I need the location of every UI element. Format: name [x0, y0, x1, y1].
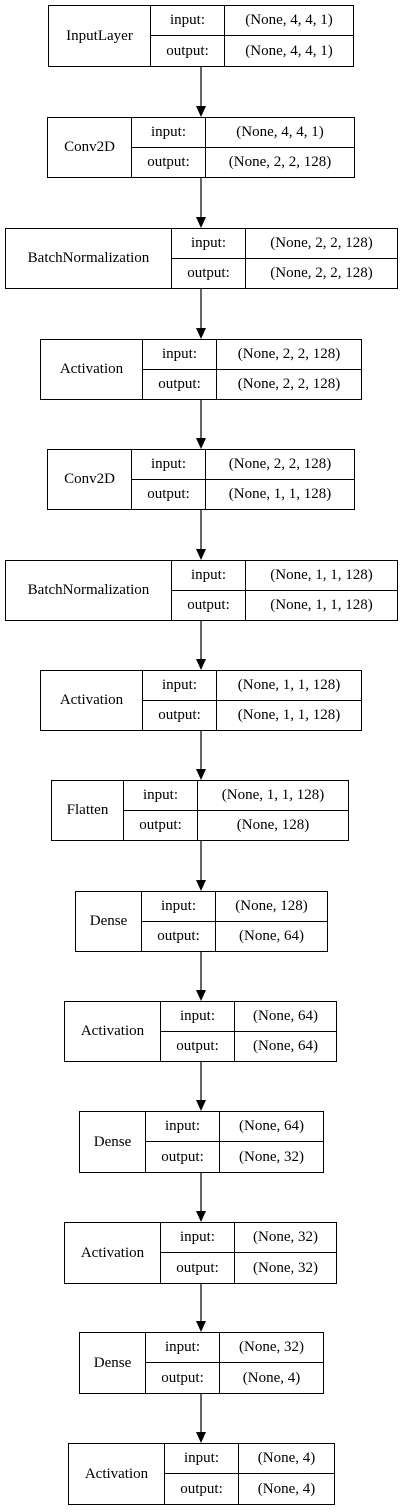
arrowhead-icon	[196, 549, 206, 560]
layer-name: BatchNormalization	[6, 561, 172, 620]
layer-name: Activation	[41, 671, 143, 730]
arrowhead-icon	[196, 659, 206, 670]
output-label: output:	[143, 700, 217, 730]
output-label: output:	[146, 1142, 220, 1172]
layer-name: InputLayer	[49, 6, 151, 66]
output-label: output:	[132, 479, 206, 509]
output-label: output:	[165, 1474, 239, 1504]
layer-name: Dense	[80, 1333, 146, 1393]
output-label: output:	[143, 369, 217, 399]
output-shape: (None, 2, 2, 128)	[228, 153, 332, 170]
layer-name: Activation	[41, 340, 143, 399]
output-label: output:	[161, 1031, 235, 1061]
layer-name: BatchNormalization	[6, 229, 172, 288]
output-label: output:	[132, 147, 206, 177]
layer-name: Flatten	[52, 781, 124, 840]
arrowhead-icon	[196, 328, 206, 339]
input-label: input:	[151, 6, 225, 36]
output-shape: (None, 2, 2, 128)	[270, 264, 373, 281]
output-shape: (None, 128)	[236, 816, 310, 833]
output-label: output:	[151, 36, 225, 66]
input-shape: (None, 4, 4, 1)	[225, 6, 353, 36]
input-shape: (None, 32)	[235, 1223, 336, 1253]
input-shape: (None, 1, 1, 128)	[246, 561, 397, 591]
input-label: input:	[132, 118, 206, 148]
output-label: output:	[146, 1363, 220, 1393]
output-shape: (None, 1, 1, 128)	[228, 485, 332, 502]
arrowhead-icon	[196, 217, 206, 228]
input-label: input:	[165, 1444, 239, 1474]
input-label: input:	[146, 1333, 220, 1363]
input-shape: (None, 2, 2, 128)	[217, 340, 361, 370]
output-shape: (None, 4)	[242, 1369, 301, 1386]
arrowhead-icon	[196, 1321, 206, 1332]
input-shape: (None, 64)	[220, 1112, 323, 1142]
output-label: output:	[172, 590, 246, 620]
output-shape: (None, 1, 1, 128)	[237, 706, 341, 723]
arrowhead-icon	[196, 769, 206, 780]
input-label: input:	[143, 671, 217, 701]
output-label: output:	[161, 1253, 235, 1283]
arrowhead-icon	[196, 990, 206, 1001]
input-shape: (None, 128)	[216, 892, 327, 922]
output-shape: (None, 64)	[239, 927, 304, 944]
output-shape: (None, 32)	[239, 1148, 304, 1165]
arrowhead-icon	[196, 1100, 206, 1111]
input-label: input:	[161, 1002, 235, 1032]
input-shape: (None, 32)	[220, 1333, 323, 1363]
output-label: output:	[124, 810, 198, 840]
arrowhead-icon	[196, 106, 206, 117]
output-shape: (None, 4)	[257, 1480, 316, 1497]
input-label: input:	[142, 892, 216, 922]
arrowhead-icon	[196, 880, 206, 891]
arrowhead-icon	[196, 1211, 206, 1222]
arrowhead-icon	[196, 1432, 206, 1443]
input-label: input:	[143, 340, 217, 370]
layer-name: Activation	[65, 1223, 161, 1283]
input-shape: (None, 4, 4, 1)	[206, 118, 354, 148]
layer-name: Dense	[80, 1112, 146, 1172]
input-shape: (None, 4)	[239, 1444, 334, 1474]
arrowhead-icon	[196, 438, 206, 449]
input-label: input:	[146, 1112, 220, 1142]
input-shape: (None, 64)	[235, 1002, 336, 1032]
output-shape: (None, 1, 1, 128)	[270, 596, 373, 613]
input-label: input:	[172, 229, 246, 259]
input-label: input:	[124, 781, 198, 811]
layer-name: Conv2D	[48, 118, 132, 177]
input-shape: (None, 1, 1, 128)	[198, 781, 348, 811]
layer-name: Conv2D	[48, 450, 132, 509]
input-label: input:	[172, 561, 246, 591]
output-label: output:	[172, 258, 246, 288]
output-label: output:	[142, 921, 216, 951]
input-label: input:	[132, 450, 206, 480]
output-shape: (None, 32)	[253, 1259, 318, 1276]
input-shape: (None, 1, 1, 128)	[217, 671, 361, 701]
layer-name: Activation	[65, 1002, 161, 1061]
output-shape: (None, 4, 4, 1)	[245, 42, 333, 59]
input-shape: (None, 2, 2, 128)	[206, 450, 354, 480]
output-shape: (None, 64)	[253, 1037, 318, 1054]
layer-name: Activation	[69, 1444, 165, 1504]
input-shape: (None, 2, 2, 128)	[246, 229, 397, 259]
input-label: input:	[161, 1223, 235, 1253]
output-shape: (None, 2, 2, 128)	[237, 375, 341, 392]
layer-name: Dense	[76, 892, 142, 951]
